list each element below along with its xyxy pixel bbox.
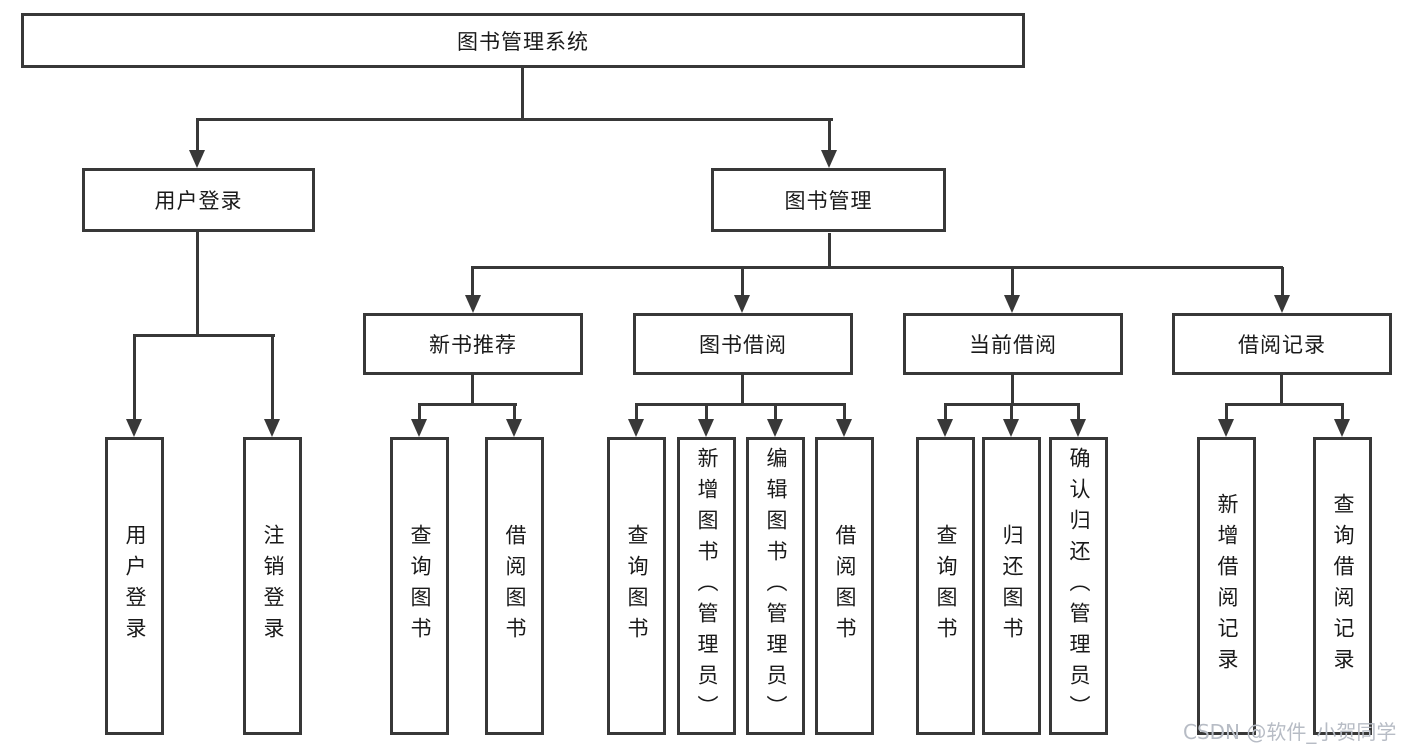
- arrowhead-icon: [126, 419, 142, 437]
- connector: [196, 119, 199, 151]
- arrowhead-icon: [937, 419, 953, 437]
- watermark: CSDN @软件_小贺同学: [1183, 720, 1397, 744]
- connector: [828, 233, 831, 269]
- connector: [133, 336, 136, 419]
- connector: [774, 405, 777, 419]
- connector: [271, 336, 274, 419]
- arrowhead-icon: [821, 150, 837, 168]
- connector: [133, 334, 275, 337]
- arrowhead-icon: [1004, 295, 1020, 313]
- connector: [196, 232, 199, 337]
- arrowhead-icon: [1003, 419, 1019, 437]
- connector: [1280, 375, 1283, 405]
- connector: [705, 405, 708, 419]
- leaf-user-login: 用户登录: [105, 437, 164, 735]
- arrowhead-icon: [1334, 419, 1350, 437]
- connector: [1011, 375, 1014, 405]
- arrowhead-icon: [698, 419, 714, 437]
- arrowhead-icon: [465, 295, 481, 313]
- connector: [418, 403, 517, 406]
- node-book-borrow: 图书借阅: [633, 313, 853, 375]
- leaf-logout: 注销登录: [243, 437, 302, 735]
- leaf-current-query-books: 查询图书: [916, 437, 975, 735]
- leaf-current-confirm-return-admin: 确认归还（管理员）: [1049, 437, 1108, 735]
- leaf-records-query-record: 查询借阅记录: [1313, 437, 1372, 735]
- leaf-newbook-borrow-books: 借阅图书: [485, 437, 544, 735]
- connector: [741, 267, 744, 296]
- connector: [1341, 405, 1344, 419]
- connector: [741, 375, 744, 405]
- arrowhead-icon: [836, 419, 852, 437]
- connector: [1281, 267, 1284, 296]
- arrowhead-icon: [767, 419, 783, 437]
- connector: [944, 405, 947, 419]
- leaf-borrow-add-books-admin: 新增图书（管理员）: [677, 437, 736, 735]
- connector: [635, 403, 846, 406]
- connector: [1010, 405, 1013, 419]
- connector: [471, 266, 1283, 269]
- arrowhead-icon: [734, 295, 750, 313]
- arrowhead-icon: [1070, 419, 1086, 437]
- connector: [828, 119, 831, 151]
- arrowhead-icon: [628, 419, 644, 437]
- connector: [1077, 405, 1080, 419]
- node-borrow-records: 借阅记录: [1172, 313, 1392, 375]
- connector: [1011, 267, 1014, 296]
- arrowhead-icon: [264, 419, 280, 437]
- leaf-borrow-query-books: 查询图书: [607, 437, 666, 735]
- arrowhead-icon: [506, 419, 522, 437]
- connector: [471, 375, 474, 405]
- arrowhead-icon: [1274, 295, 1290, 313]
- connector: [521, 68, 524, 120]
- arrowhead-icon: [411, 419, 427, 437]
- connector: [196, 118, 833, 121]
- connector: [418, 405, 421, 419]
- connector: [513, 405, 516, 419]
- arrowhead-icon: [1218, 419, 1234, 437]
- node-root: 图书管理系统: [21, 13, 1025, 68]
- connector: [471, 267, 474, 296]
- leaf-borrow-edit-books-admin: 编辑图书（管理员）: [746, 437, 805, 735]
- connector: [843, 405, 846, 419]
- arrowhead-icon: [189, 150, 205, 168]
- node-user-login: 用户登录: [82, 168, 315, 232]
- node-new-book-recommend: 新书推荐: [363, 313, 583, 375]
- connector: [635, 405, 638, 419]
- connector: [944, 403, 1080, 406]
- connector: [1225, 405, 1228, 419]
- node-current-borrow: 当前借阅: [903, 313, 1123, 375]
- leaf-borrow-borrow-books: 借阅图书: [815, 437, 874, 735]
- leaf-current-return-books: 归还图书: [982, 437, 1041, 735]
- connector: [1225, 403, 1344, 406]
- leaf-records-add-record: 新增借阅记录: [1197, 437, 1256, 735]
- node-book-management: 图书管理: [711, 168, 946, 232]
- leaf-newbook-query-books: 查询图书: [390, 437, 449, 735]
